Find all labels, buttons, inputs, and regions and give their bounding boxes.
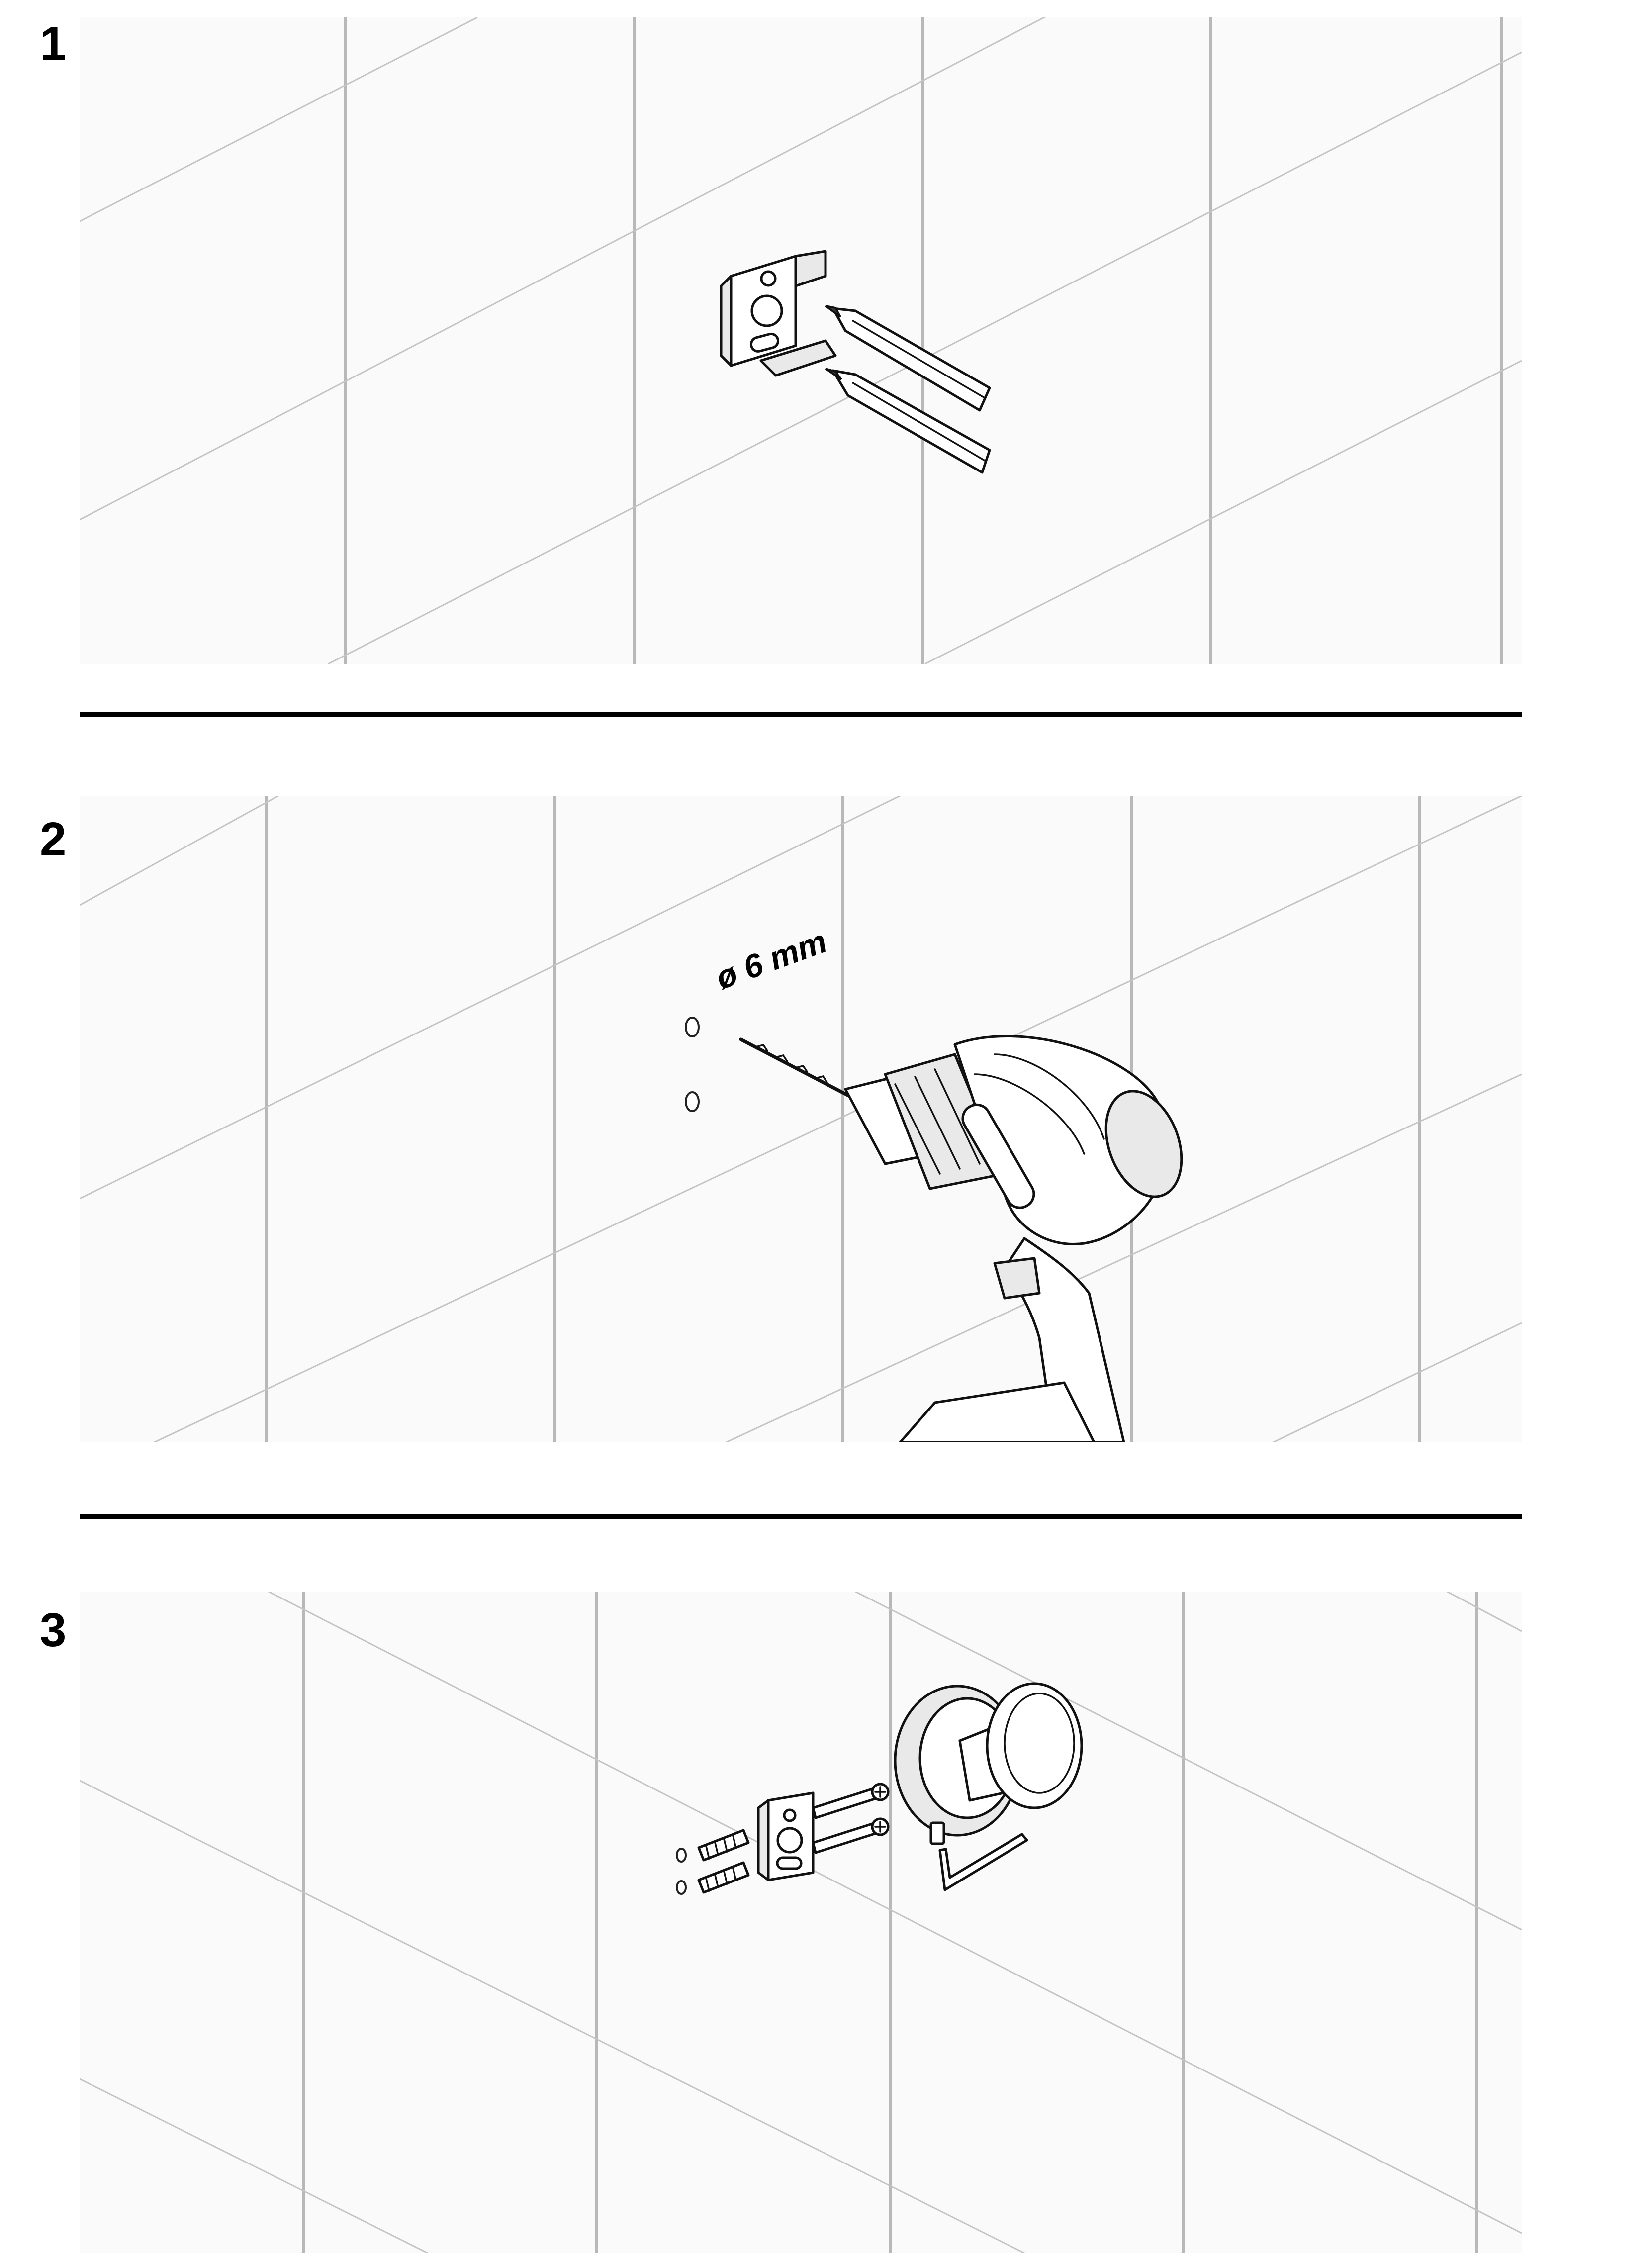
tile-grid: [80, 796, 1522, 1442]
wall-anchors: [697, 1829, 750, 1894]
section-divider: [80, 712, 1522, 717]
step-3-drawing: [80, 1592, 1522, 2253]
step-2-illustration: ø 6 mm: [80, 796, 1522, 1442]
mounting-bracket: [757, 1791, 815, 1881]
tile-grid: [80, 17, 1522, 664]
drill-hole-top: [676, 1848, 687, 1863]
step-number-1: 1: [40, 17, 67, 70]
mounting-screws: [812, 1783, 890, 1854]
drill-hole-bottom: [685, 1091, 700, 1112]
drill-hole-top: [685, 1017, 700, 1037]
mounting-bracket: [720, 250, 837, 377]
power-drill: [739, 1034, 1183, 1442]
step-number-2: 2: [40, 813, 67, 866]
tile-grid: [80, 1592, 1522, 2253]
section-divider: [80, 1514, 1522, 1519]
step-1-drawing: [80, 17, 1522, 664]
drill-hole-bottom: [676, 1880, 687, 1895]
step-number-3: 3: [40, 1603, 67, 1657]
pencil-marks: [825, 305, 991, 474]
set-screw-and-hex-key: [929, 1821, 1028, 1891]
step-1-illustration: [80, 17, 1522, 664]
step-2-drawing: ø 6 mm: [80, 796, 1522, 1442]
robe-hook: [894, 1682, 1083, 1837]
drill-diameter-label: ø 6 mm: [711, 923, 831, 997]
step-3-illustration: [80, 1592, 1522, 2253]
